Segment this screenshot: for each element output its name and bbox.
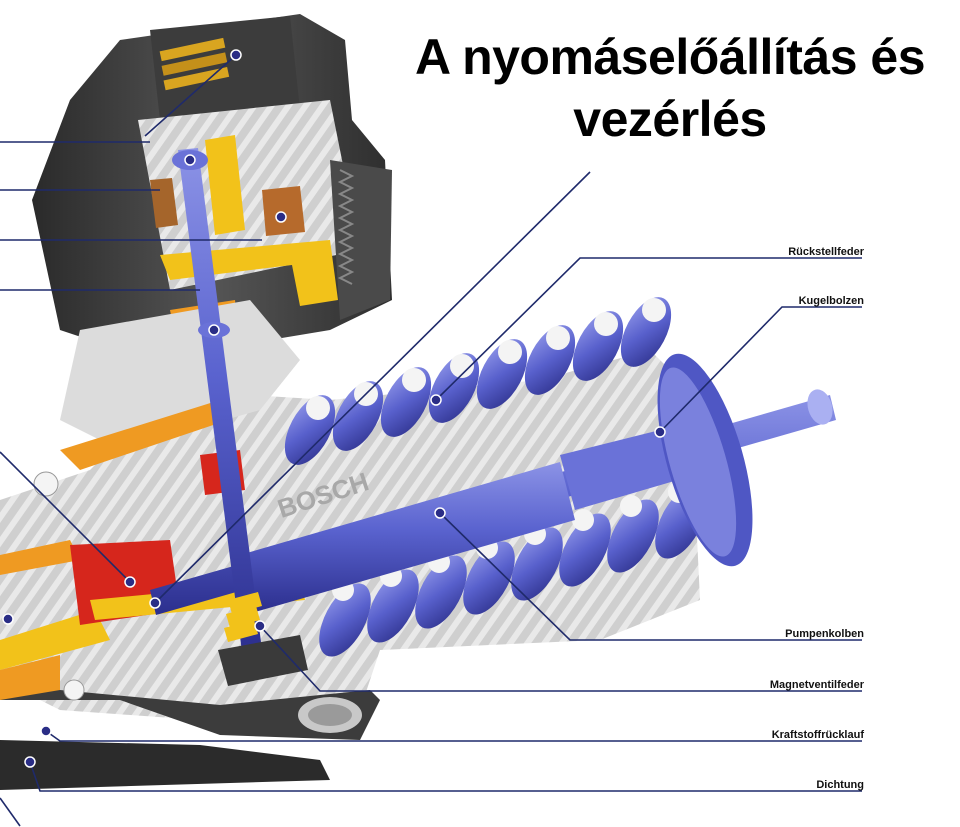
spring-coil-highlight — [642, 298, 666, 322]
spring-coil-lower — [559, 513, 611, 587]
spring-coil-lower — [319, 583, 371, 657]
spring-coil-highlight — [450, 354, 474, 378]
callout-dot-magnetventilfeder — [254, 620, 266, 632]
spring-coil-lower — [607, 499, 659, 573]
callout-dot-connector — [230, 49, 242, 61]
check-balls — [33, 471, 85, 701]
spring-coil-lower — [367, 569, 419, 643]
spring-coil-highlight — [594, 312, 618, 336]
leader-line-left-5 — [0, 451, 131, 583]
drain-screw — [298, 697, 362, 733]
leader-line-rueckstellfeder — [435, 257, 862, 401]
callout-dot-needle — [208, 324, 220, 336]
spring-coil-lower — [415, 555, 467, 629]
label-dichtung: Dichtung — [816, 779, 864, 791]
leader-line-dichtung — [29, 761, 862, 792]
leader-line-title — [154, 171, 591, 604]
leader-line-left-down — [0, 797, 21, 827]
label-kugelbolzen: Kugelbolzen — [798, 295, 864, 307]
spring-coil-highlight — [498, 340, 522, 364]
leader-line-kugelbolzen — [659, 306, 862, 433]
page-title: A nyomáselőállítás és vezérlés — [380, 26, 960, 150]
label-kraftstoffruecklauf: Kraftstoffrücklauf — [771, 729, 864, 741]
callout-dot-kugelbolzen — [654, 426, 666, 438]
spring-coil-highlight — [306, 396, 330, 420]
spring-coil-highlight — [620, 495, 642, 517]
callout-dot-spring-top — [184, 154, 196, 166]
callout-dot-left-inlet — [2, 613, 14, 625]
spring-coil-highlight — [402, 368, 426, 392]
title-line-1: A nyomáselőállítás és — [414, 29, 926, 85]
electrical-connector — [159, 37, 230, 91]
spring-plate — [657, 353, 753, 567]
callout-dot-fuel — [149, 597, 161, 609]
label-rueckstellfeder: Rückstellfeder — [788, 246, 864, 258]
leader-line-pumpenkolben — [439, 512, 862, 641]
callout-dot-dichtung — [24, 756, 36, 768]
spring-coil-highlight — [546, 326, 570, 350]
callout-dot-pumpenkolben — [434, 507, 446, 519]
callout-dots — [2, 49, 666, 768]
spring-coil-lower — [463, 541, 515, 615]
callout-dot-coil — [275, 211, 287, 223]
leader-lines — [0, 54, 862, 827]
callout-dot-rueckstellfeder — [430, 394, 442, 406]
callout-dot-kraftstoffruecklauf — [40, 725, 52, 737]
label-magnetventilfeder: Magnetventilfeder — [769, 679, 864, 691]
solenoid-valve-needle — [172, 148, 308, 686]
leader-line-kraftstoffruecklauf — [45, 730, 862, 742]
spring-coil-lower — [511, 527, 563, 601]
label-pumpenkolben: Pumpenkolben — [785, 628, 864, 640]
callout-dot-red-chamber — [124, 576, 136, 588]
title-line-2: vezérlés — [573, 91, 767, 147]
leader-line-top — [144, 54, 237, 137]
leader-line-magnetventilfeder — [259, 625, 862, 692]
spring-coil-highlight — [572, 509, 594, 531]
